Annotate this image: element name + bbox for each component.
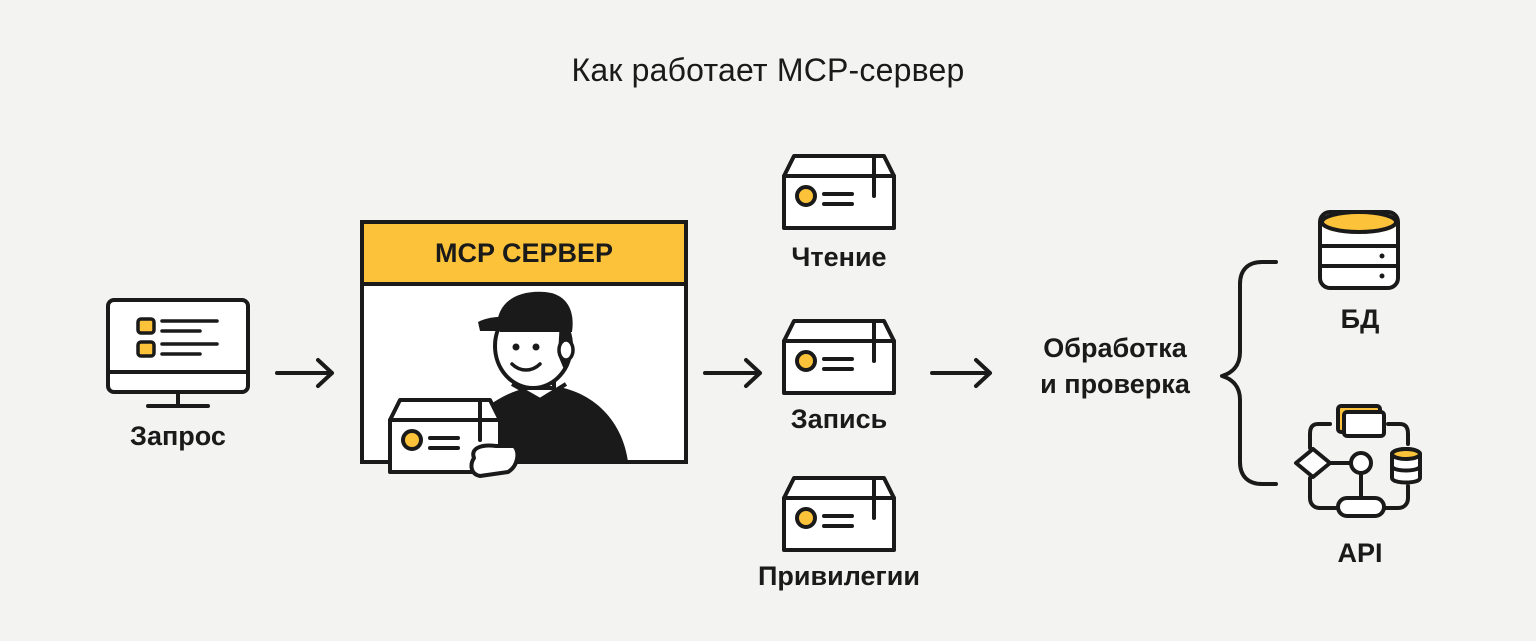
arrow-icon [275, 358, 334, 388]
request-label: Запрос [130, 421, 226, 451]
box-icon [782, 476, 896, 552]
processing-label: Обработка и проверка [1010, 330, 1220, 403]
target-db-label: БД [1340, 304, 1380, 334]
server-title: MCP СЕРВЕР [434, 237, 614, 268]
operation-privileges-label: Привилегии [758, 561, 920, 591]
operation-read-label: Чтение [791, 242, 887, 272]
arrow-icon [703, 358, 762, 388]
monitor-icon [106, 298, 250, 408]
api-flow-icon [1294, 404, 1422, 518]
database-icon [1318, 210, 1400, 290]
box-icon [782, 319, 896, 395]
arrow-icon [930, 358, 992, 388]
courier-icon [388, 291, 628, 478]
operation-write-label: Запись [790, 404, 888, 434]
diagram-title: Как работает MCP-сервер [571, 52, 965, 88]
box-icon [782, 154, 896, 230]
brace-icon [1220, 260, 1278, 486]
processing-line-2: и проверка [1040, 369, 1190, 400]
processing-line-1: Обработка [1043, 333, 1187, 363]
target-api-label: API [1337, 538, 1383, 568]
